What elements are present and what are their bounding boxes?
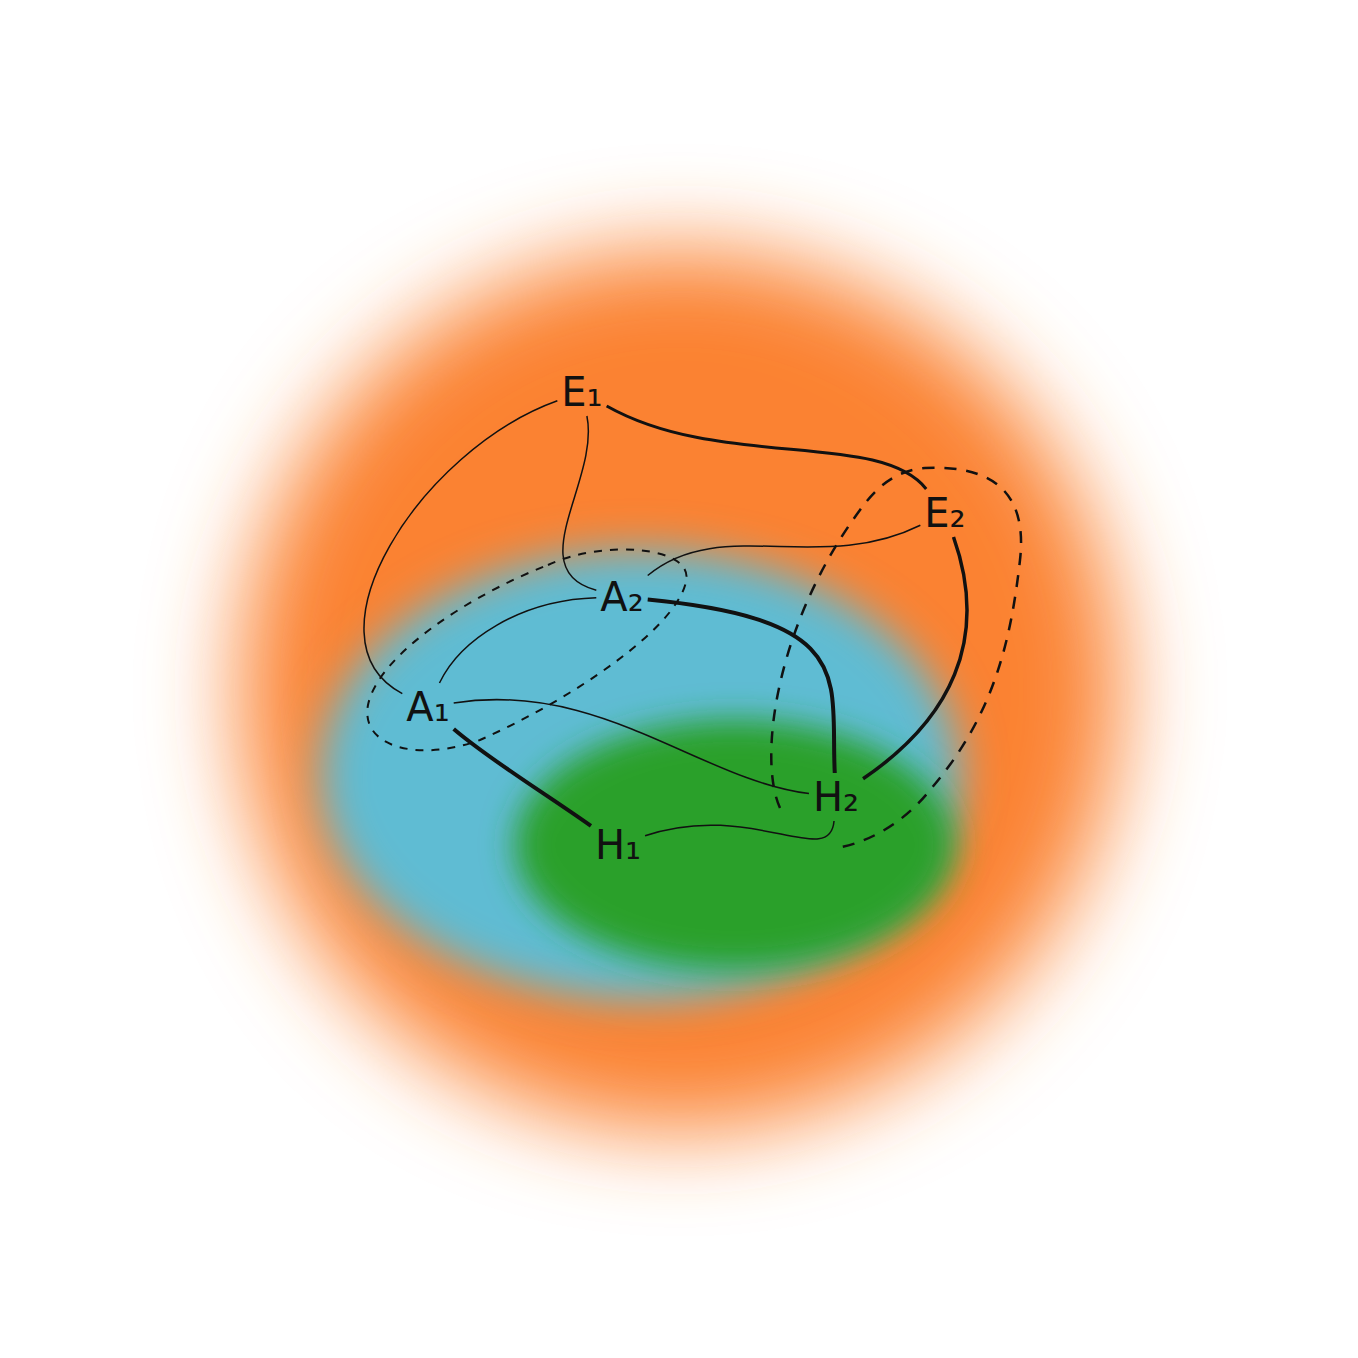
connector-line: [607, 406, 927, 489]
connector-line: [454, 700, 809, 794]
connector-line: [648, 599, 835, 773]
node-text: A₂: [600, 574, 643, 620]
node-label: H₂: [809, 773, 863, 821]
connector-line: [364, 401, 557, 694]
dashed-loop: [771, 468, 1021, 848]
node-label: E₁: [557, 368, 606, 416]
node-text: E₂: [924, 490, 965, 536]
node-text: A₁: [406, 684, 449, 730]
connector-line: [645, 821, 834, 839]
connector-line: [563, 416, 596, 590]
dashed-loop: [367, 550, 686, 751]
orange-region: [240, 250, 1120, 1130]
node-label: H₁: [591, 821, 645, 869]
node-label: E₂: [920, 489, 969, 537]
blue-region: [320, 550, 960, 1000]
connector-line: [648, 525, 921, 575]
node-label: A₁: [402, 683, 453, 731]
node-text: H₂: [813, 774, 859, 820]
connector-line: [439, 598, 596, 683]
node-text: H₁: [595, 822, 641, 868]
node-label: A₂: [596, 573, 647, 621]
connector-line: [454, 729, 591, 826]
connector-line: [863, 537, 967, 779]
node-text: E₁: [561, 369, 602, 415]
